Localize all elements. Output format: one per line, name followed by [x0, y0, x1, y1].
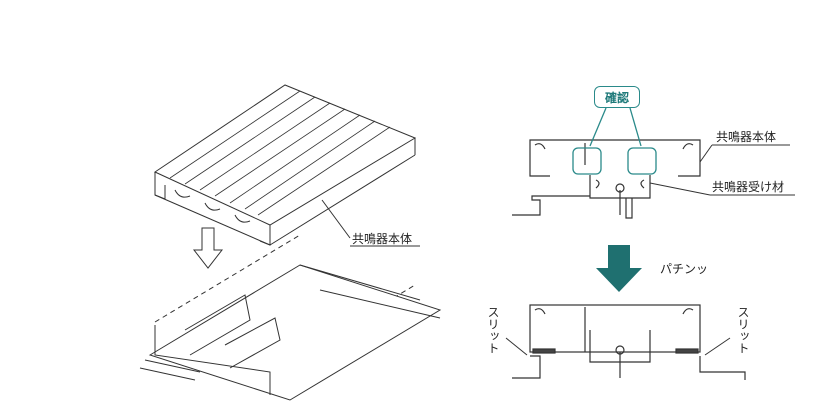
confirm-badge: 確認	[594, 86, 640, 108]
receiver-leader	[649, 182, 711, 196]
left-body-label: 共鳴器本体	[352, 232, 413, 246]
leader-line	[321, 199, 351, 239]
confirm-highlights	[572, 107, 657, 175]
slit-right-arrow	[704, 337, 731, 356]
receiver-label: 共鳴器受け材	[712, 180, 785, 194]
body-leader	[699, 144, 713, 163]
snap-label: パチンッ	[660, 262, 709, 276]
hollow-down-arrow-icon	[192, 227, 224, 269]
isometric-resonator-body	[153, 84, 417, 246]
teal-down-arrow-icon	[596, 245, 642, 292]
cross-section-before	[512, 139, 701, 219]
slit-left-arrow	[505, 337, 528, 356]
isometric-assembly	[139, 234, 442, 401]
slit-right-label: スリット	[736, 306, 750, 354]
body-label: 共鳴器本体	[716, 130, 777, 144]
slit-left-label: スリット	[486, 306, 500, 354]
cross-section-after	[512, 304, 746, 380]
